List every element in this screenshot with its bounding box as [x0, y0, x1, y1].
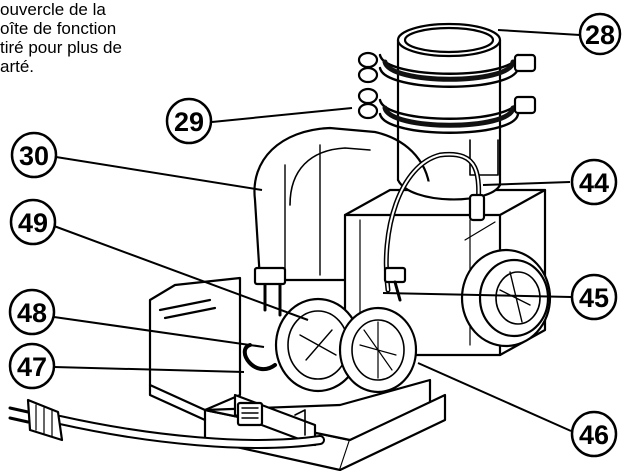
caption-line-3: tiré pour plus de — [0, 38, 122, 57]
callout-29: 29 — [165, 97, 353, 145]
callout-30-label: 30 — [19, 141, 49, 171]
callout-49: 49 — [9, 198, 309, 321]
callout-28-label: 28 — [585, 20, 615, 50]
callout-46: 46 — [417, 362, 618, 458]
pressure-switch-b — [338, 306, 418, 394]
pressure-tube — [383, 151, 486, 293]
callout-46-label: 46 — [579, 420, 609, 450]
caption-text: ouvercle de la oîte de fonction tiré pou… — [0, 0, 200, 76]
caption-line-4: arté. — [0, 57, 35, 76]
caption-line-2: oîte de fonction — [0, 19, 117, 38]
callout-44: 44 — [482, 158, 618, 206]
callout-30: 30 — [10, 131, 263, 191]
callout-45: 45 — [382, 273, 618, 321]
wiring-harness — [242, 266, 407, 372]
base-housing — [148, 276, 447, 471]
exhaust-pipe — [357, 22, 537, 201]
power-cord — [8, 398, 325, 449]
outlet-flange — [460, 248, 552, 348]
callout-29-label: 29 — [174, 107, 204, 137]
callout-48: 48 — [8, 288, 265, 348]
callout-47-label: 47 — [17, 352, 47, 382]
callout-45-label: 45 — [579, 283, 609, 313]
caption-line-1: ouvercle de la — [0, 0, 106, 19]
callout-28: 28 — [497, 12, 622, 56]
callout-47: 47 — [8, 342, 245, 390]
callout-48-label: 48 — [17, 298, 47, 328]
callout-49-label: 49 — [18, 208, 48, 238]
callout-44-label: 44 — [579, 168, 609, 198]
